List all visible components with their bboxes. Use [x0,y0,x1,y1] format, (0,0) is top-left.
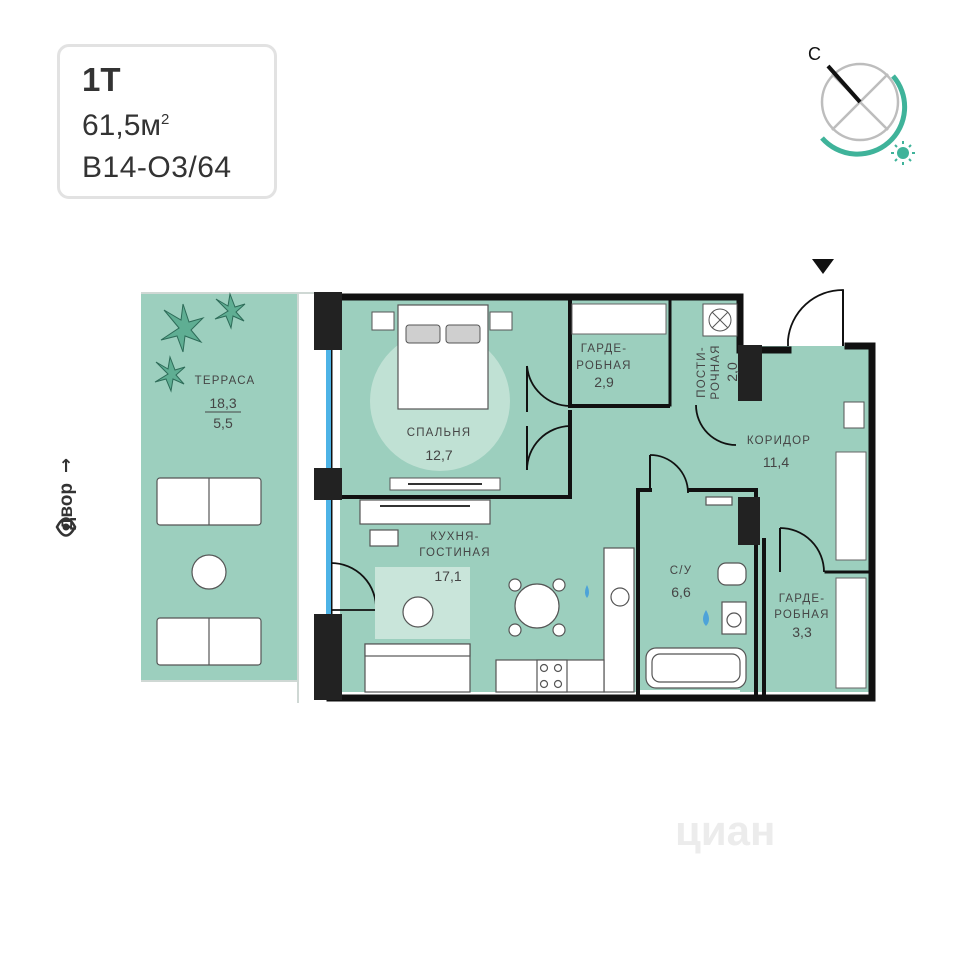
room-labels: ТЕРРАСА 18,3 5,5 СПАЛЬНЯ 12,7 ГАРДЕ- РОБ… [195,343,829,640]
laundry-name-1: ПОСТИ- [696,346,708,397]
svg-text:С: С [808,44,821,64]
entrance-marker-icon [812,259,834,274]
terrace-area2: 5,5 [213,415,233,431]
water-drop-icon [585,585,589,598]
kitchen-name-1: КУХНЯ- [430,531,479,543]
unit-area-sup: 2 [161,111,170,128]
laundry-name-2: РОЧНАЯ [710,344,722,399]
corridor-name: КОРИДОР [747,435,811,447]
wardrobe1-area: 2,9 [594,374,614,390]
bedroom-area: 12,7 [425,447,452,463]
watermark-text: циан [675,807,775,854]
bedroom-name: СПАЛЬНЯ [407,427,472,439]
wardrobe1-name-1: ГАРДЕ- [581,343,628,355]
laundry-area: 2,0 [724,362,740,382]
windows [326,350,331,614]
hob-icon [843,401,865,429]
unit-area-value: 61,5м [82,109,162,142]
cian-watermark: циан [675,807,775,854]
bathroom-area: 6,6 [671,584,691,600]
kitchen-furniture [359,499,635,693]
bathroom-fixtures [645,496,747,689]
door-leaves [526,290,844,572]
view-direction: двор ↑ [56,456,77,530]
column-blocks [314,292,762,700]
terrace-name: ТЕРРАСА [195,375,256,387]
unit-area: 61,5м2 [82,109,169,143]
wardrobe2-name-2: РОБНАЯ [774,609,829,621]
terrace-furniture [156,477,262,666]
bathroom-name: С/У [670,565,692,577]
washing-machine-icon [702,303,738,337]
kitchen-name-2: ГОСТИНАЯ [419,547,491,559]
kitchen-area: 17,1 [434,568,461,584]
eye-icon [55,517,77,537]
view-label: двор [56,483,77,530]
bedroom-furniture [370,304,513,491]
view-arrow-icon: ↑ [58,456,73,477]
corridor-area: 11,4 [763,454,789,470]
wardrobe-rails [571,303,867,689]
wardrobe2-name-1: ГАРДЕ- [779,593,826,605]
unit-info-card: 1Т 61,5м2 В14-О3/64 [57,44,277,199]
unit-type: 1Т [82,61,121,98]
doors [330,289,844,611]
sun-icon [891,141,915,165]
sun-compass-icon: С [808,44,915,165]
plant-icons [154,292,246,393]
terrace-area: 18,3 [209,395,236,411]
unit-code: В14-О3/64 [82,151,232,184]
bath-drop-icon [703,610,709,626]
wardrobe1-name-2: РОБНАЯ [576,360,631,372]
wardrobe2-area: 3,3 [792,624,812,640]
